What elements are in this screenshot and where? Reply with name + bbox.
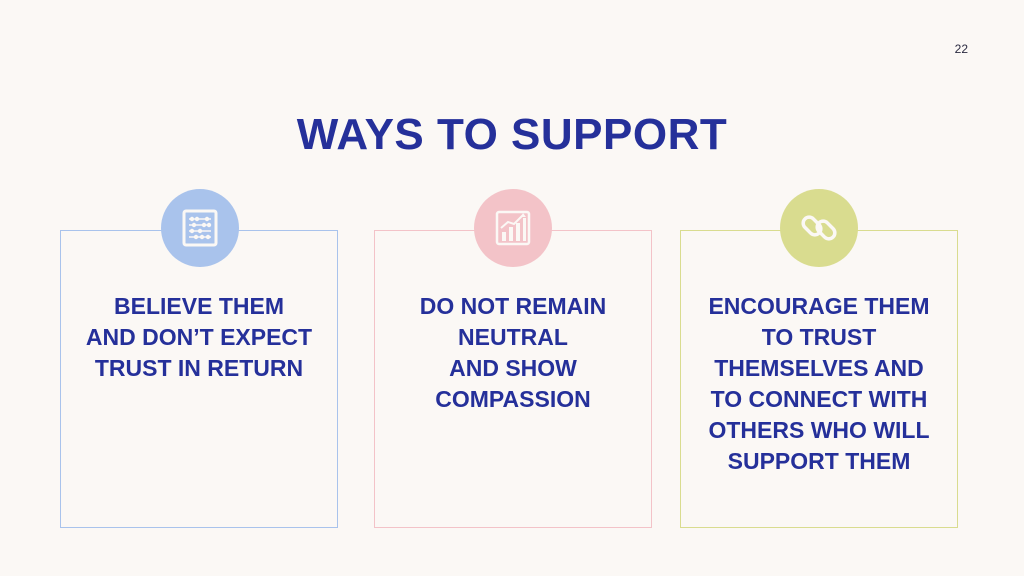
bar-chart-growth-icon xyxy=(474,189,552,267)
page-title: WAYS TO SUPPORT xyxy=(296,110,728,159)
card-text-line: TO TRUST xyxy=(761,324,877,350)
card-text-line: OTHERS WHO WILL xyxy=(708,417,930,443)
card-text-line: TO CONNECT WITH xyxy=(710,386,928,412)
support-card-1: BELIEVE THEM AND DON’T EXPECT TRUST IN R… xyxy=(60,230,338,528)
card-2-text: DO NOT REMAIN NEUTRAL AND SHOW COMPASSIO… xyxy=(375,291,651,415)
page-number: 22 xyxy=(954,42,968,56)
chain-link-icon xyxy=(780,189,858,267)
card-text-line: TRUST IN RETURN xyxy=(94,355,304,381)
card-text-line: NEUTRAL xyxy=(458,324,568,350)
card-text-line: ENCOURAGE THEM xyxy=(708,293,930,319)
support-card-2: DO NOT REMAIN NEUTRAL AND SHOW COMPASSIO… xyxy=(374,230,652,528)
card-text-line: DO NOT REMAIN xyxy=(419,293,607,319)
card-text-line: AND DON’T EXPECT xyxy=(85,324,313,350)
card-3-text: ENCOURAGE THEM TO TRUST THEMSELVES AND T… xyxy=(681,291,957,477)
card-text-line: THEMSELVES AND xyxy=(714,355,924,381)
card-text-line: AND SHOW xyxy=(449,355,577,381)
support-card-3: ENCOURAGE THEM TO TRUST THEMSELVES AND T… xyxy=(680,230,958,528)
abacus-icon xyxy=(161,189,239,267)
card-text-line: COMPASSION xyxy=(435,386,591,412)
card-text-line: SUPPORT THEM xyxy=(727,448,911,474)
card-text-line: BELIEVE THEM xyxy=(114,293,284,319)
card-1-text: BELIEVE THEM AND DON’T EXPECT TRUST IN R… xyxy=(61,291,337,384)
